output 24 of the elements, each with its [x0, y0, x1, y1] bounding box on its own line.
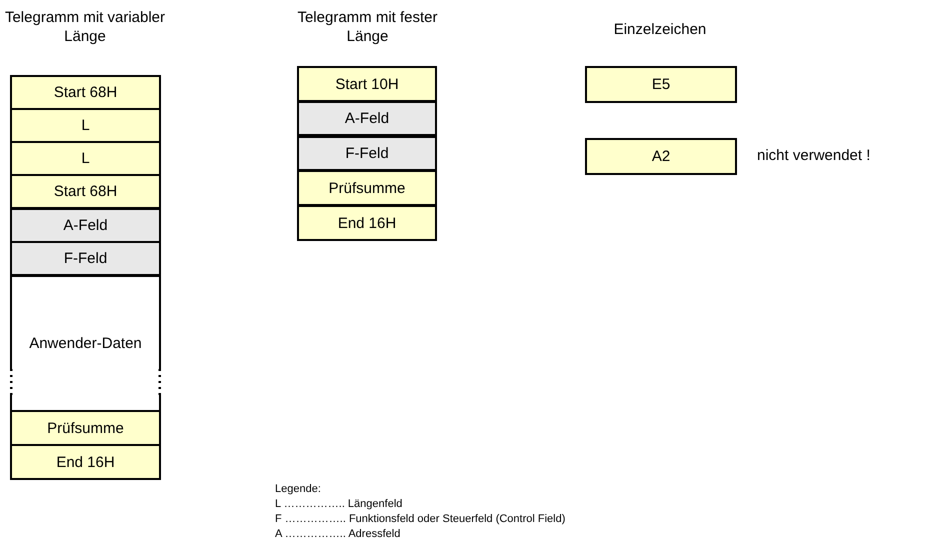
legend-text: A …………….. Adressfeld [275, 528, 400, 540]
frame-field: E5 [585, 66, 737, 103]
column-heading: Telegramm mit variabler Länge [4, 8, 166, 46]
frame-field: Start 10H [297, 66, 437, 102]
legend-text: Legende: [275, 483, 321, 495]
frame-field: F-Feld [297, 136, 437, 171]
legend-text: F …………….. Funktionsfeld oder Steuerfeld (Control Field) [275, 513, 566, 525]
frame-field: L [10, 108, 161, 143]
frame-field: A-Feld [297, 101, 437, 136]
frame-field: Prüfsumme [10, 410, 161, 446]
frame-field: Start 68H [10, 75, 161, 110]
frame-field: A-Feld [10, 208, 161, 243]
frame-field: Anwender-Daten [10, 275, 161, 412]
note-text: nicht verwendet ! [757, 147, 870, 164]
frame-field: End 16H [297, 205, 437, 241]
legend-text: L …………….. Längenfeld [275, 498, 402, 510]
frame-field: F-Feld [10, 241, 161, 276]
column-heading: Einzelzeichen [612, 20, 708, 39]
frame-field: L [10, 141, 161, 176]
frame-field: Start 68H [10, 174, 161, 209]
frame-field: End 16H [10, 444, 161, 480]
frame-field: A2 [585, 138, 737, 175]
column-heading: Telegramm mit fester Länge [296, 8, 439, 46]
frame-field: Prüfsumme [297, 170, 437, 206]
